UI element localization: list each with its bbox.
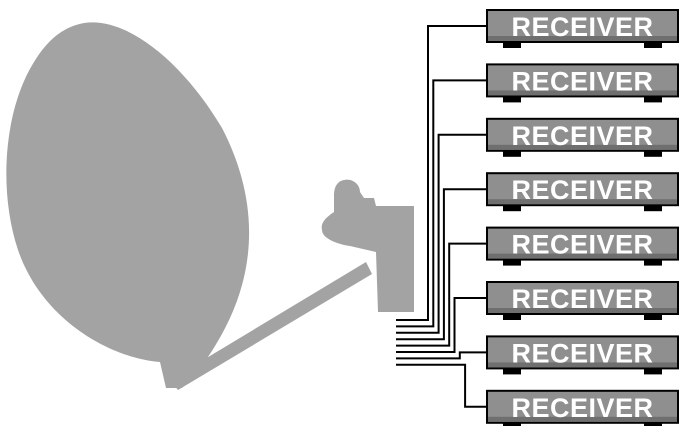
receiver-foot-left	[503, 41, 521, 48]
feed-arm	[170, 262, 372, 390]
receiver-stack: RECEIVER RECEIVER RECEIVER RECEIVER RECEIVER…	[486, 9, 679, 426]
cable-6	[396, 297, 487, 353]
receiver-7: RECEIVER	[486, 335, 679, 375]
cable-bundle	[396, 25, 487, 408]
receiver-3: RECEIVER	[486, 117, 679, 157]
receiver-base-strip	[488, 253, 677, 259]
receiver-foot-right	[644, 41, 662, 48]
receiver-label: RECEIVER	[511, 175, 653, 205]
receiver-8: RECEIVER	[486, 389, 679, 426]
receiver-base-strip	[488, 144, 677, 150]
receiver-foot-left	[503, 204, 521, 212]
receiver-foot-right	[644, 367, 662, 375]
cable-3	[396, 133, 487, 334]
receiver-foot-right	[644, 421, 662, 426]
receiver-base-strip	[488, 362, 677, 368]
receiver-base-strip	[488, 416, 677, 422]
receiver-foot-right	[644, 258, 662, 266]
receiver-base-strip	[488, 90, 677, 96]
receiver-base-strip	[488, 199, 677, 205]
receiver-label: RECEIVER	[511, 338, 653, 368]
receiver-label: RECEIVER	[511, 121, 653, 151]
receiver-foot-left	[503, 149, 521, 157]
receiver-base-strip	[488, 308, 677, 313]
receiver-label: RECEIVER	[511, 393, 653, 423]
cable-5	[396, 242, 487, 347]
receiver-foot-left	[503, 313, 521, 320]
cable-1	[396, 25, 487, 321]
dish-reflector	[6, 22, 250, 388]
receiver-4: RECEIVER	[486, 172, 679, 212]
receiver-label: RECEIVER	[511, 66, 653, 96]
receiver-1: RECEIVER	[486, 9, 679, 48]
receiver-label: RECEIVER	[511, 230, 653, 260]
satellite-dish	[6, 22, 414, 390]
cable-4	[396, 188, 487, 341]
cable-8	[396, 363, 487, 408]
receiver-foot-right	[644, 204, 662, 212]
receiver-foot-left	[503, 258, 521, 266]
receiver-foot-left	[503, 95, 521, 103]
lnb-head	[321, 179, 414, 312]
receiver-foot-right	[644, 95, 662, 103]
receiver-foot-left	[503, 367, 521, 375]
receiver-label: RECEIVER	[511, 12, 653, 42]
receiver-label: RECEIVER	[511, 284, 653, 314]
receiver-foot-right	[644, 313, 662, 320]
receiver-2: RECEIVER	[486, 63, 679, 103]
cable-2	[396, 79, 487, 328]
cable-7	[396, 351, 487, 360]
receiver-5: RECEIVER	[486, 226, 679, 266]
receiver-foot-right	[644, 149, 662, 157]
receiver-base-strip	[488, 36, 677, 41]
receiver-6: RECEIVER	[486, 281, 679, 320]
receiver-foot-left	[503, 421, 521, 426]
